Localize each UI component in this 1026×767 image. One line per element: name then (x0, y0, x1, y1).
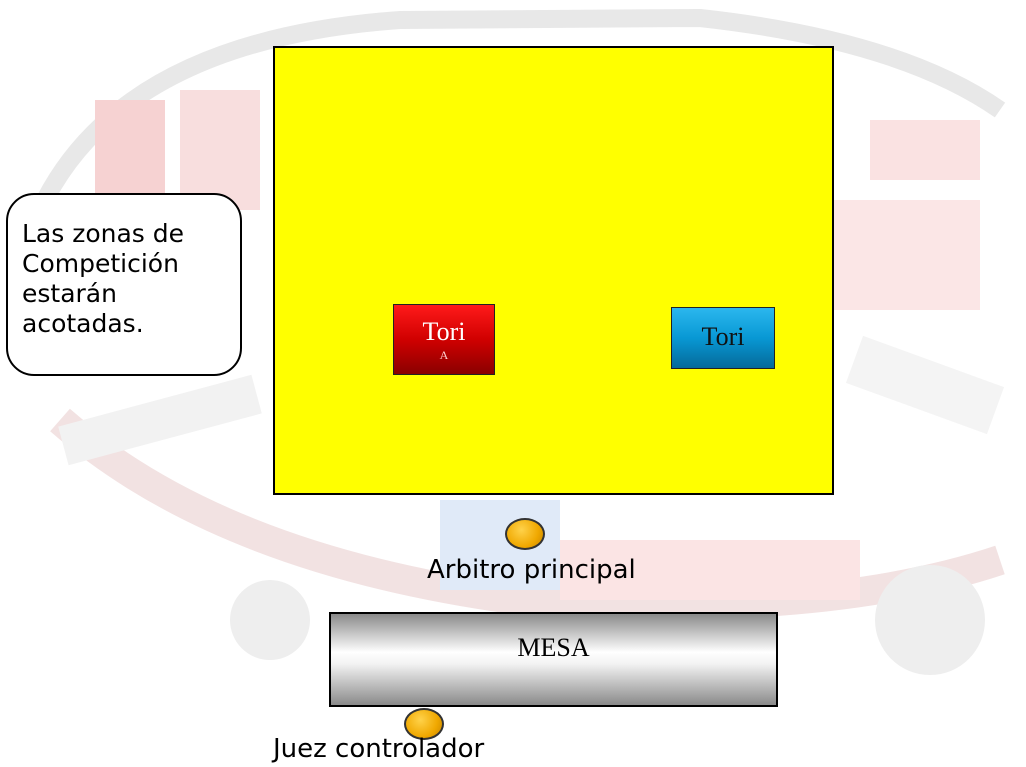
callout-box: Las zonas de Competición estarán acotada… (6, 193, 242, 376)
controller-judge-label: Juez controlador (273, 734, 485, 764)
main-referee-marker (505, 518, 545, 550)
tori-red-label: Tori (422, 317, 466, 346)
tori-blue-label: Tori (701, 322, 745, 351)
tori-red-marker: Tori A (393, 304, 495, 375)
main-referee-label: Arbitro principal (427, 555, 636, 585)
tori-blue-marker: Tori (671, 307, 775, 369)
judges-table: MESA (329, 612, 778, 707)
controller-judge-marker (404, 708, 444, 740)
table-label: MESA (517, 633, 590, 662)
competition-zone: Tori A Tori (273, 46, 834, 495)
tori-red-sub-label: A (439, 348, 449, 362)
callout-text: Las zonas de Competición estarán acotada… (22, 219, 185, 338)
